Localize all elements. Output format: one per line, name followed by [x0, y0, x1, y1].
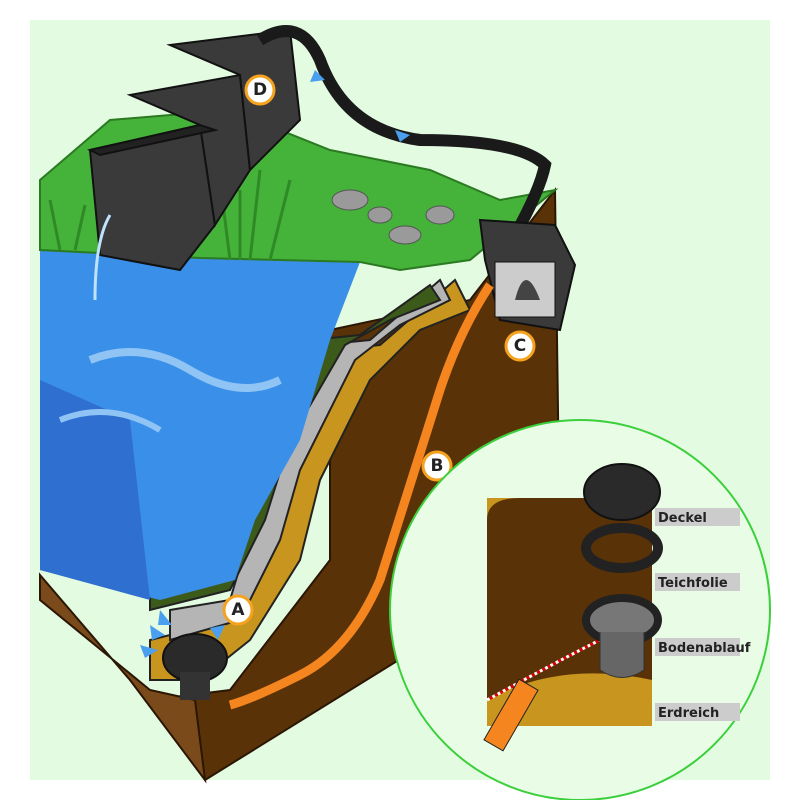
label-bodenablauf: Bodenablauf: [655, 638, 751, 656]
marker-a: A: [222, 594, 254, 626]
skimmer-c: [478, 218, 577, 332]
outflow-stream: [93, 214, 112, 301]
svg-text:A: A: [231, 600, 245, 620]
marker-c: C: [504, 330, 536, 362]
svg-text:Erdreich: Erdreich: [658, 706, 719, 721]
svg-text:Bodenablauf: Bodenablauf: [658, 641, 751, 656]
svg-text:C: C: [514, 336, 526, 356]
marker-b: B: [421, 450, 453, 482]
detail-callout: [389, 419, 771, 800]
pond-water-front: [40, 380, 150, 600]
label-erdreich: Erdreich: [655, 703, 740, 721]
flow-arrows: [140, 70, 410, 658]
svg-text:B: B: [431, 456, 444, 476]
svg-text:Deckel: Deckel: [658, 511, 707, 526]
stones: [331, 189, 455, 245]
svg-text:D: D: [253, 80, 267, 100]
label-teichfolie: Teichfolie: [655, 573, 740, 591]
hose: [256, 25, 552, 238]
label-deckel: Deckel: [655, 508, 740, 526]
marker-d: D: [244, 74, 276, 106]
water-reflection: [88, 348, 282, 392]
water-reflection: [58, 409, 162, 433]
pipe-b: [228, 282, 494, 710]
svg-text:Teichfolie: Teichfolie: [658, 576, 728, 591]
filter-units: [87, 28, 302, 272]
bottom-drain-a: [162, 633, 228, 700]
